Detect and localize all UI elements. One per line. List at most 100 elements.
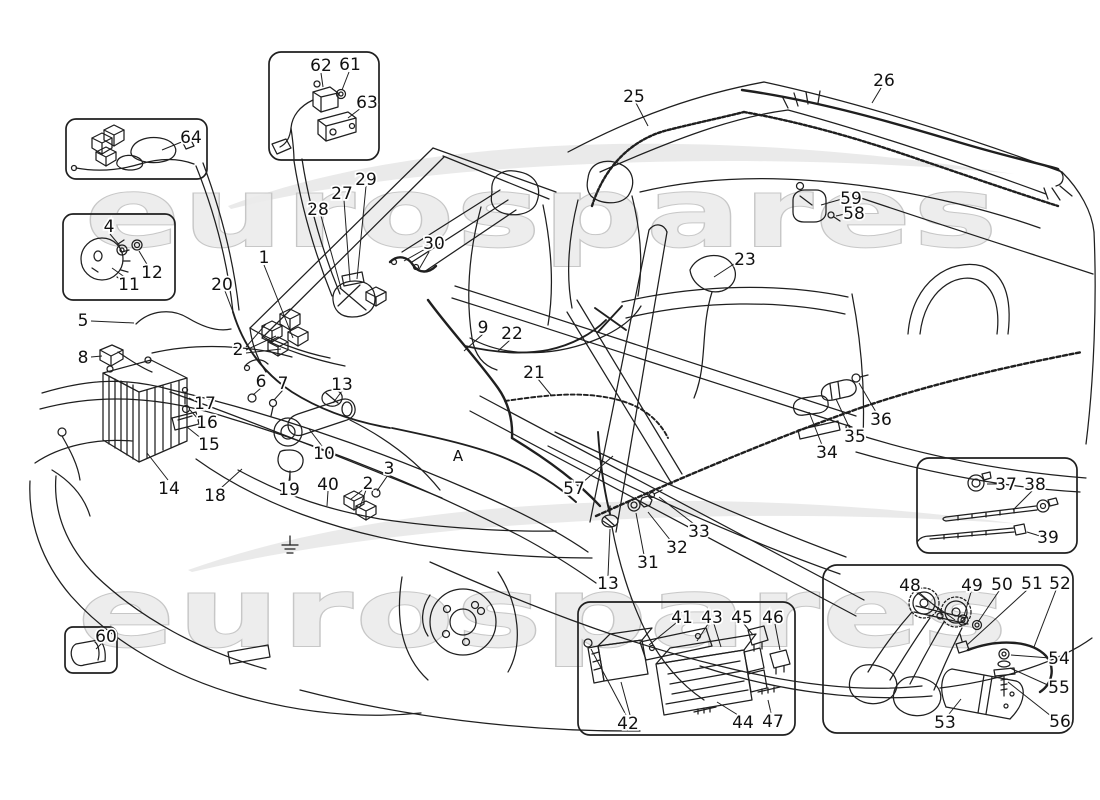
washer-55 xyxy=(997,660,1011,668)
callout-9-leader xyxy=(463,333,484,352)
callout-53-leader xyxy=(948,698,962,715)
engine-bay-components xyxy=(57,256,438,554)
wiring-harnesses xyxy=(117,158,841,559)
sill-harness xyxy=(594,350,1084,701)
inset-box-relay-harness-64 xyxy=(65,118,208,180)
battery-clamp-15 xyxy=(171,411,200,431)
callout-5: 5 xyxy=(78,311,89,331)
callout-18-leader xyxy=(220,468,243,489)
resistor-63 xyxy=(317,111,357,142)
callout-39-leader xyxy=(1026,531,1041,537)
callout-41: 41 xyxy=(671,608,693,628)
alternator-regulator-cluster xyxy=(332,271,387,318)
callout-4: 4 xyxy=(104,217,115,237)
callout-3-leader xyxy=(376,474,389,492)
relay-parts-61-62-63 xyxy=(271,80,357,162)
car-line-art xyxy=(29,81,1096,732)
callout-6-leader xyxy=(252,387,262,396)
watermark-swoosh-top xyxy=(228,143,1014,209)
relay-46 xyxy=(769,649,791,669)
callout-10: 10 xyxy=(313,444,335,464)
inset-box-relay-61-62-63 xyxy=(268,51,380,161)
callout-11-leader xyxy=(111,267,127,279)
front-wheel xyxy=(398,571,518,681)
callout-41-leader xyxy=(648,622,677,646)
inset-box-clamps-37-38-39 xyxy=(916,457,1078,554)
callout-30-leader xyxy=(403,247,428,262)
callout-26-leader xyxy=(871,87,882,104)
callout-52: 52 xyxy=(1049,574,1071,594)
callout-59: 59 xyxy=(840,189,862,209)
inset-boxes xyxy=(62,51,1078,736)
washer-54 xyxy=(998,648,1010,660)
callout-56: 56 xyxy=(1049,712,1071,732)
clamp-37 xyxy=(967,474,985,492)
callout-3: 3 xyxy=(384,459,395,479)
callout-48: 48 xyxy=(899,576,921,596)
sensor-part-60 xyxy=(70,639,106,667)
clamp-strap-parts-37-38-39 xyxy=(917,471,1059,542)
callout-40: 40 xyxy=(317,475,339,495)
callout-51-leader xyxy=(966,589,1028,646)
callout-31-leader xyxy=(635,512,645,556)
callout-26: 26 xyxy=(873,71,895,91)
fuse-squiggle-30 xyxy=(388,256,438,273)
callout-42-leader xyxy=(590,648,627,716)
callout-4-leader xyxy=(109,233,121,247)
callout-61: 61 xyxy=(339,55,361,75)
wire-40 xyxy=(237,469,557,532)
air-horn-parts-48-56 xyxy=(848,587,1053,720)
callout-30: 30 xyxy=(423,234,445,254)
callout-56-leader xyxy=(1007,681,1052,717)
callout-17-leader xyxy=(188,397,198,403)
callout-36-leader xyxy=(858,382,877,413)
callout-13a: 13 xyxy=(331,375,353,395)
callout-21: 21 xyxy=(523,363,545,383)
wire-9 xyxy=(426,298,514,440)
callout-63: 63 xyxy=(356,93,378,113)
callout-46: 46 xyxy=(762,608,784,628)
callout-11: 11 xyxy=(118,275,140,295)
callout-44-leader xyxy=(716,701,739,716)
callout-62-leader xyxy=(320,72,324,88)
callout-34-leader xyxy=(808,411,823,446)
wire-21 xyxy=(504,393,669,439)
callout-49: 49 xyxy=(961,576,983,596)
callout-49-leader xyxy=(963,591,972,617)
washer-16 xyxy=(181,404,191,414)
callout-60-leader xyxy=(95,642,103,650)
callout-45-leader xyxy=(743,623,754,636)
nut-6 xyxy=(247,393,257,403)
relay-harness-parts-64 xyxy=(70,124,195,172)
switch-59-58 xyxy=(792,181,841,223)
callout-23-leader xyxy=(713,261,738,278)
inset-contents xyxy=(70,80,1059,720)
rear-deck-harness xyxy=(590,88,1073,208)
connector-31 xyxy=(627,498,641,512)
solenoid-10 xyxy=(287,398,356,437)
callout-53: 53 xyxy=(934,713,956,733)
callout-1-leader xyxy=(263,264,294,339)
callout-21-leader xyxy=(537,378,552,396)
callout-29: 29 xyxy=(355,170,377,190)
callout-62: 62 xyxy=(310,56,332,76)
harness-cylinder-35 xyxy=(820,379,857,401)
callout-9: 9 xyxy=(478,318,489,338)
windshield-frame xyxy=(249,147,557,373)
watermark-swoosh-bottom xyxy=(188,500,1020,572)
screw-33 xyxy=(648,491,656,499)
callout-46-leader xyxy=(774,623,781,651)
callout-25-leader xyxy=(635,102,649,127)
callout-12-leader xyxy=(138,250,149,267)
washer-50 xyxy=(971,619,983,631)
callout-8-leader xyxy=(90,355,103,358)
callout-50: 50 xyxy=(991,575,1013,595)
callout-13b-leader xyxy=(607,528,611,577)
inset-box-horns-48-56 xyxy=(822,564,1074,734)
inset-box-sensor-60 xyxy=(64,626,118,674)
callout-59-leader xyxy=(820,198,843,206)
washer-4 xyxy=(116,244,128,256)
callout-43: 43 xyxy=(701,608,723,628)
callout-7-leader xyxy=(273,389,284,401)
